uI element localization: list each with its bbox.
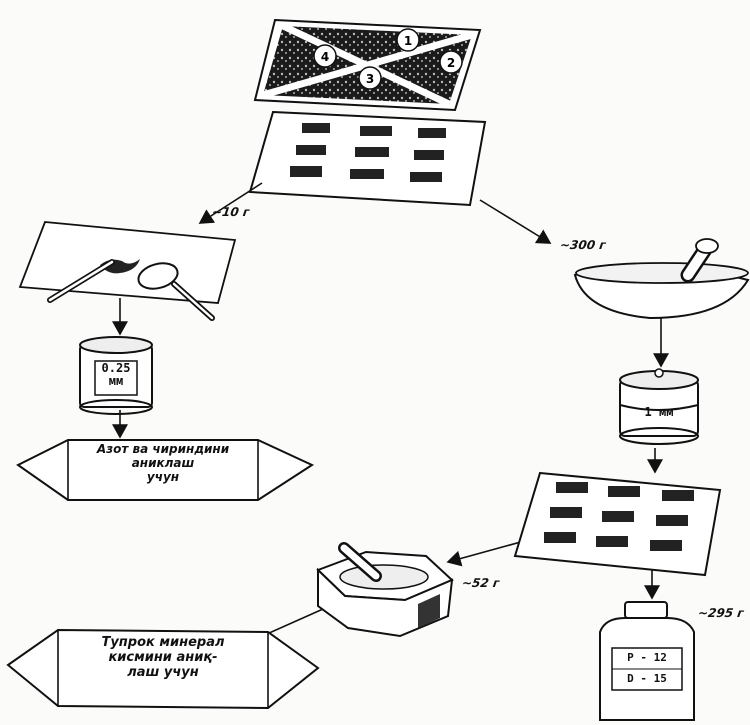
- quadrant-number-3: 3: [366, 72, 374, 86]
- packet-mineral-line-3: лаш учун: [127, 664, 199, 680]
- packet-mineral-line-2: кисмини аниқ-: [108, 649, 218, 665]
- weight-label-left: ~10 г: [211, 205, 251, 219]
- small-jar-label: 0.25 мм: [95, 362, 137, 387]
- jar-label-d: D - 15: [627, 672, 667, 685]
- weight-label-right: ~300 г: [559, 238, 607, 252]
- weight-label-mortar: ~52 г: [461, 576, 501, 590]
- spread-sample-sheet: [248, 110, 487, 207]
- spatula-icon: [47, 259, 115, 303]
- jar-label-p: P - 12: [627, 651, 667, 664]
- quadrant-markers: 1 2 3 4: [313, 28, 463, 90]
- sieve-can-label: 1 мм: [644, 405, 674, 419]
- weight-label-jar: ~295 г: [697, 606, 745, 620]
- mortar-hexagonal: [316, 542, 454, 638]
- quarter-divider: [262, 31, 473, 99]
- quadrant-number-1: 1: [404, 34, 412, 48]
- packet-mineral: [6, 628, 320, 710]
- sieve-jar-small: [79, 336, 153, 415]
- packet-nitrogen: [16, 439, 315, 501]
- spread-sample-sheet-2: [513, 471, 722, 577]
- quadrant-number-2: 2: [447, 56, 455, 70]
- packet-mineral-line-1: Тупрок минерал: [101, 635, 225, 650]
- weighing-sheet: [18, 221, 237, 304]
- sieve-can: [619, 368, 699, 445]
- spoon-icon: [137, 262, 215, 321]
- small-jar-size: 0.25: [101, 361, 131, 375]
- quartering-sheet: [253, 18, 482, 112]
- mortar-bowl-large: [573, 238, 750, 320]
- quadrant-number-4: 4: [321, 50, 329, 64]
- packet-nitrogen-text: Азот ва чириндини аниклаш учун: [72, 442, 254, 484]
- storage-jar: [599, 601, 695, 721]
- packet-nitrogen-line-1: Азот ва чириндини аниклаш: [96, 442, 230, 470]
- packet-mineral-text: Тупрок минерал кисмини аниқ- лаш учун: [62, 635, 264, 681]
- packet-nitrogen-line-2: учун: [146, 469, 180, 484]
- small-jar-unit: мм: [108, 373, 124, 388]
